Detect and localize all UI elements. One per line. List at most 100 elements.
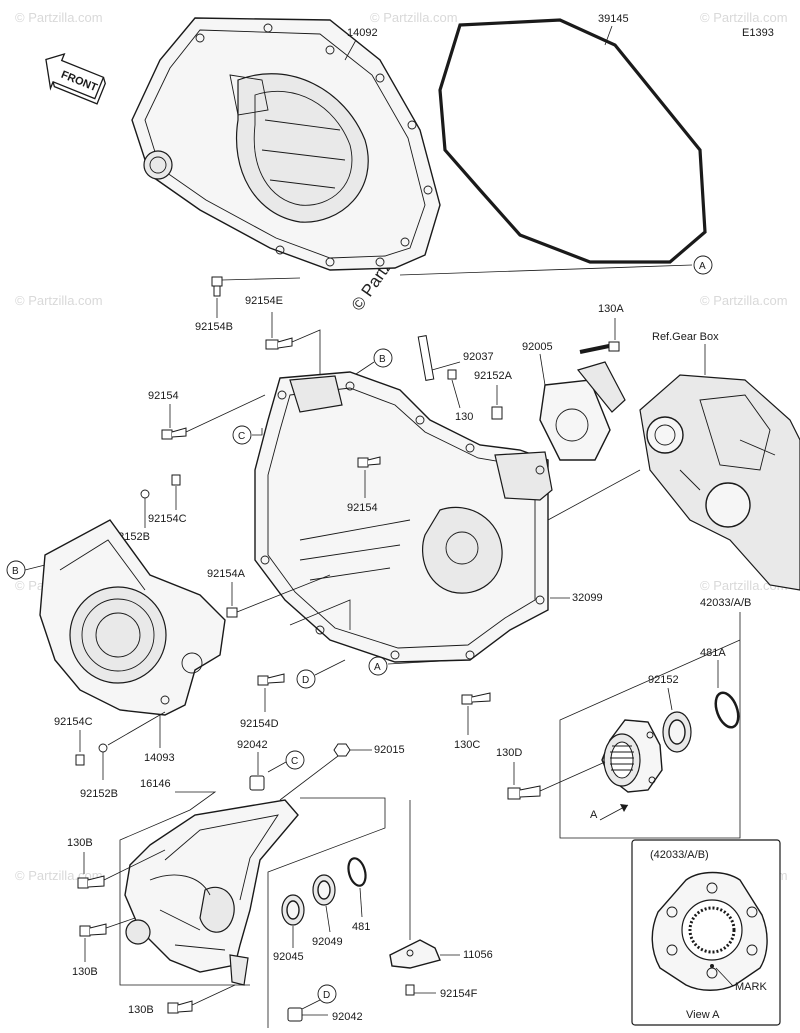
part-label: 14093 — [144, 752, 175, 764]
front-arrow: FRONT — [45, 52, 106, 105]
part-label: 92049 — [312, 936, 343, 948]
seal-92049 — [312, 874, 336, 906]
bolt-92154B — [211, 276, 223, 297]
part-label: 130B — [67, 837, 93, 849]
view-header: (42033/A/B) — [650, 849, 709, 861]
pin-92037 — [417, 335, 435, 381]
inner-cover-14093 — [39, 519, 226, 716]
part-label: 481A — [700, 647, 726, 659]
part-label: 11056 — [463, 949, 493, 961]
part-label: 92154E — [245, 295, 283, 307]
part-label: 92154D — [240, 718, 279, 730]
part-label: 39145 — [598, 13, 629, 25]
part-label: 92154A — [207, 568, 246, 580]
callout-c — [232, 425, 252, 445]
circlip-481A — [714, 691, 740, 729]
nut-92015 — [333, 743, 351, 757]
bolt-130D — [507, 785, 541, 800]
part-label: 481 — [352, 921, 370, 933]
part-label: 16146 — [140, 778, 171, 790]
part-label: 32099 — [572, 592, 603, 604]
part-label: 42033/A/B — [700, 597, 751, 609]
bolt-130 — [447, 369, 457, 380]
part-label: 92042 — [332, 1011, 363, 1023]
flange-42033 — [601, 719, 663, 793]
outer-cover-14092 — [131, 17, 441, 271]
callout-letter: C — [291, 756, 298, 767]
part-label: 130 — [455, 411, 473, 423]
view-label: View A — [686, 1009, 720, 1021]
part-label: 92154C — [148, 513, 187, 525]
callout-d — [317, 984, 337, 1004]
part-label: 92042 — [237, 739, 268, 751]
part-label: 92015 — [374, 744, 405, 756]
bolt-92154E — [265, 337, 293, 350]
dowel-92042 — [249, 775, 265, 791]
callout-b — [373, 348, 393, 368]
watermark-text: © Partzilla.com — [700, 578, 788, 593]
circlip-481 — [347, 857, 367, 887]
gasket-39145 — [438, 18, 707, 264]
bolt-92154C — [171, 474, 181, 486]
ref-gearbox-label: Ref.Gear Box — [652, 331, 719, 343]
callout-letter: A — [374, 662, 381, 673]
callout-letter: A — [699, 261, 706, 272]
bolt-130B — [77, 875, 105, 889]
pump-cover-16146 — [124, 799, 299, 986]
mark-label: MARK — [735, 981, 767, 993]
part-label: 130C — [454, 739, 480, 751]
callout-letter: B — [12, 566, 19, 577]
callout-a — [368, 656, 388, 676]
housing-32099 — [254, 371, 553, 663]
callout-d — [296, 669, 316, 689]
callout-letter: D — [323, 990, 330, 1001]
part-label: 92154 — [148, 390, 179, 402]
seal-92152 — [662, 711, 692, 753]
part-label: 92152B — [80, 788, 118, 800]
part-label: 92152 — [648, 674, 679, 686]
watermark-text: © Partzilla.com — [15, 293, 103, 308]
part-label: 92154F — [440, 988, 478, 1000]
part-label: 130B — [72, 966, 98, 978]
bolt-92154F — [405, 984, 415, 996]
part-label: 130A — [598, 303, 624, 315]
bolt-92154A — [226, 607, 238, 618]
bolt-130C — [461, 692, 491, 705]
part-label: 92045 — [273, 951, 304, 963]
part-label: 14092 — [347, 27, 378, 39]
gasket-92005 — [539, 361, 626, 461]
callout-a — [693, 255, 713, 275]
bolt-130B-3 — [167, 1000, 193, 1014]
seal-92045 — [281, 894, 305, 926]
watermark-text: © Partzilla.com — [15, 10, 103, 25]
view-arrow-label: A — [590, 809, 598, 821]
part-label: 92152A — [474, 370, 513, 382]
watermark-text: © Partzilla.com — [700, 10, 788, 25]
bolt-130B-2 — [79, 923, 107, 937]
bolt-130A — [579, 341, 620, 354]
callout-letter: B — [379, 354, 386, 365]
part-label: 92154C — [54, 716, 93, 728]
view-a-inset: (42033/A/B) MARK View A — [631, 839, 781, 1026]
part-label: 92154B — [195, 321, 233, 333]
part-label: 130D — [496, 747, 522, 759]
view-a-arrow: A — [590, 804, 629, 821]
callout-letter: C — [238, 431, 245, 442]
ref-gearbox — [639, 374, 800, 591]
part-label: 130B — [128, 1004, 154, 1016]
part-label: 92005 — [522, 341, 553, 353]
watermark-text: © Partzilla.com — [700, 293, 788, 308]
watermark-text: © Partzilla.com — [370, 10, 458, 25]
diagram-code: E1393 — [742, 27, 774, 39]
callout-c — [285, 750, 305, 770]
bolt-92154C-b — [75, 754, 85, 766]
bolt-92154D — [257, 673, 285, 686]
part-label: 92154 — [347, 502, 378, 514]
bolt-92154 — [161, 427, 187, 440]
callout-letter: D — [302, 675, 309, 686]
part-label: 92037 — [463, 351, 494, 363]
dowel-92042-b — [287, 1007, 303, 1022]
bracket-11056 — [389, 939, 441, 969]
bolt-92154-mid — [357, 456, 381, 468]
